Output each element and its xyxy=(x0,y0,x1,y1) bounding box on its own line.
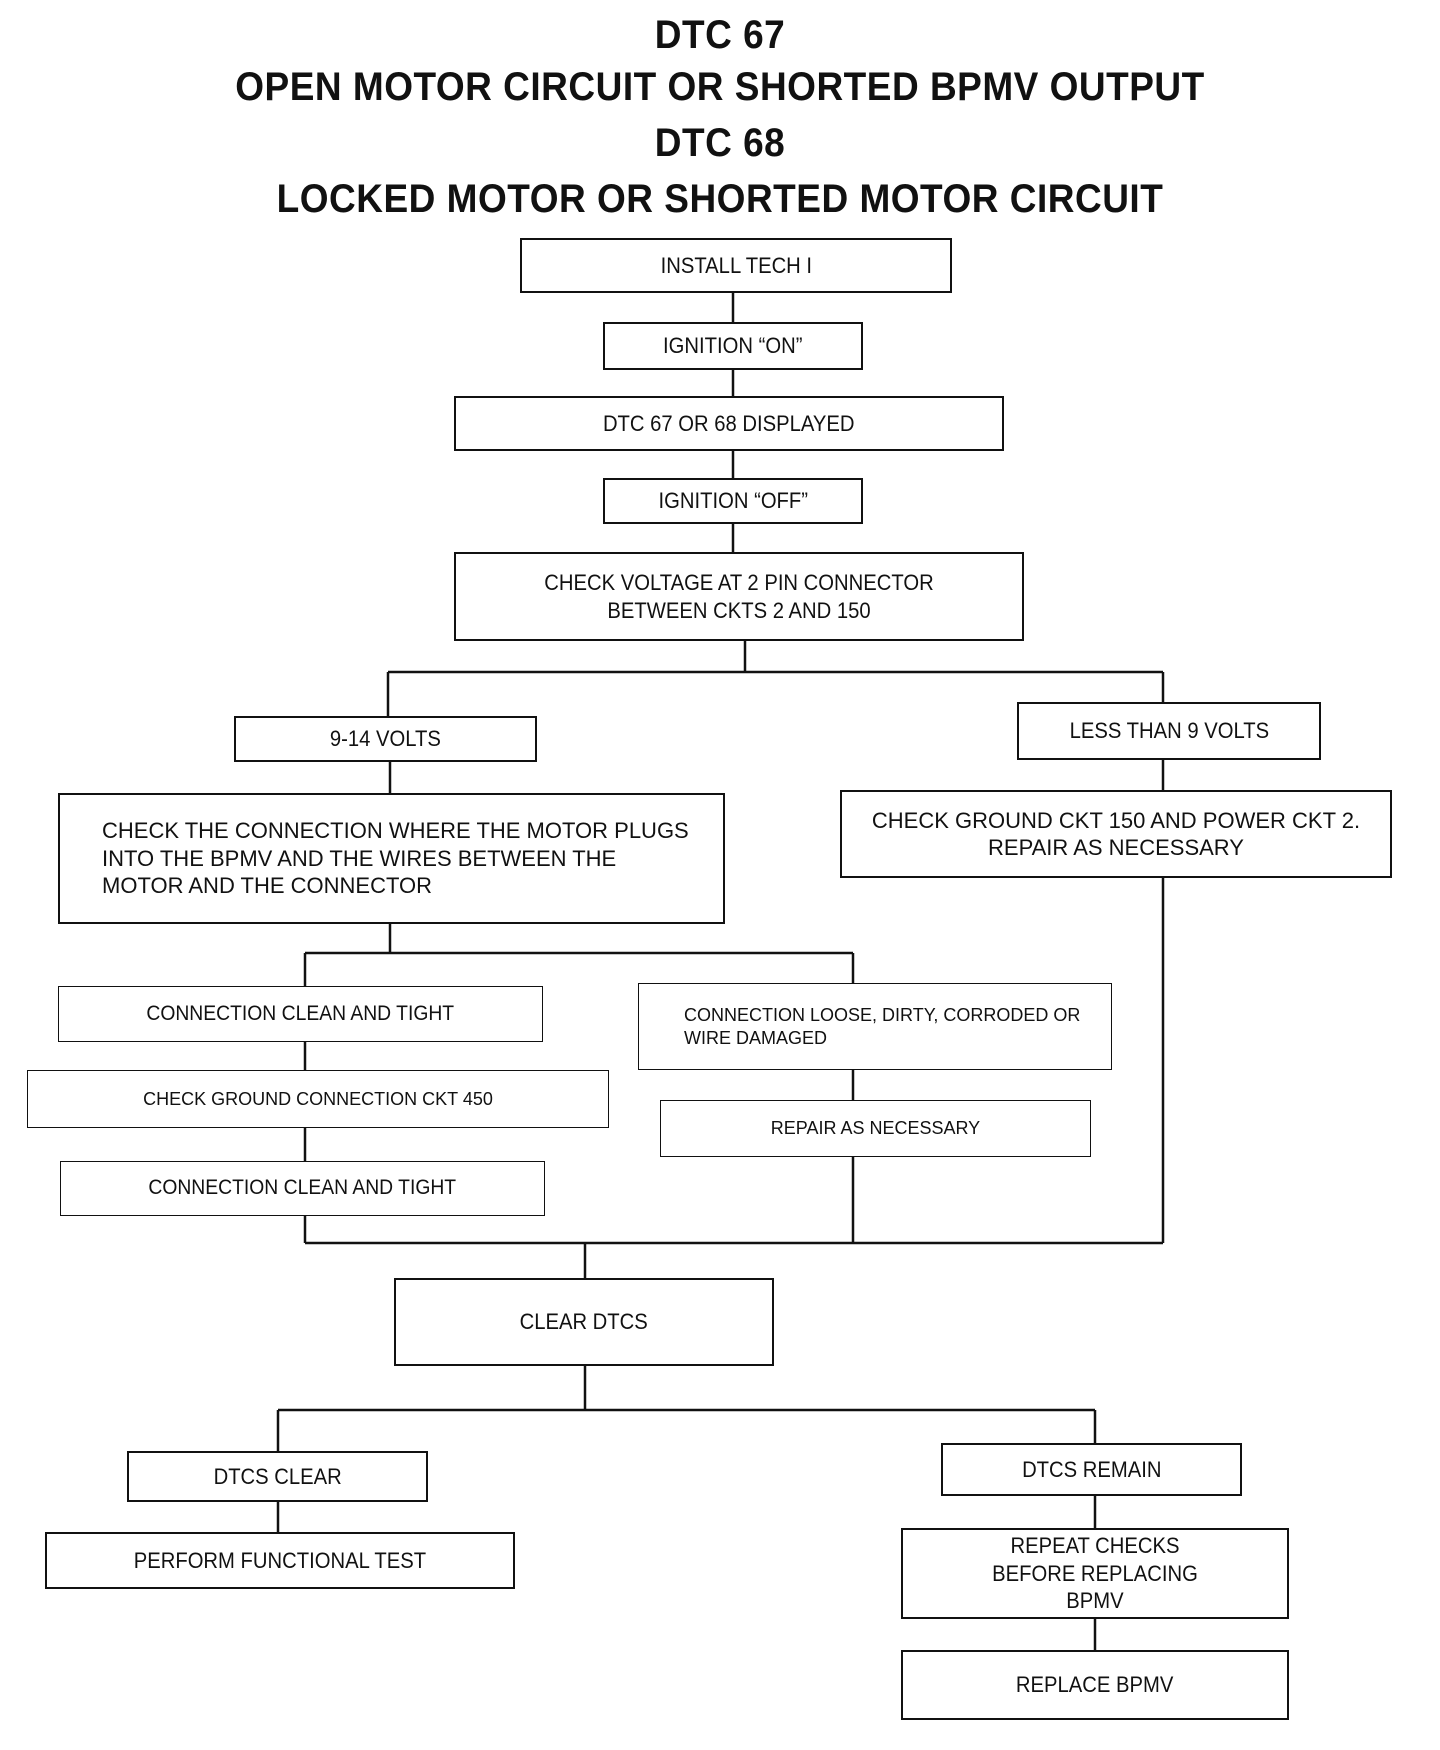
dtcs-clear-label: DTCS CLEAR xyxy=(213,1463,342,1489)
perform-functional-test-step: PERFORM FUNCTIONAL TEST xyxy=(45,1532,515,1589)
check-voltage-label: CHECK VOLTAGE AT 2 PIN CONNECTOR BETWEEN… xyxy=(544,570,934,623)
connection-clean-tight-label-2: CONNECTION CLEAN AND TIGHT xyxy=(148,1176,457,1200)
check-voltage-step: CHECK VOLTAGE AT 2 PIN CONNECTOR BETWEEN… xyxy=(454,552,1024,641)
replace-bpmv-label: REPLACE BPMV xyxy=(1016,1672,1174,1698)
ignition-off-step: IGNITION “OFF” xyxy=(603,478,863,524)
check-ground-450-step: CHECK GROUND CONNECTION CKT 450 xyxy=(27,1070,609,1128)
ignition-on-label: IGNITION “ON” xyxy=(663,333,803,359)
repeat-checks-label: REPEAT CHECKS BEFORE REPLACING BPMV xyxy=(992,1533,1198,1614)
title-open-motor-circuit: OPEN MOTOR CIRCUIT OR SHORTED BPMV OUTPU… xyxy=(235,64,1205,109)
replace-bpmv-step: REPLACE BPMV xyxy=(901,1650,1289,1720)
clear-dtcs-label: CLEAR DTCS xyxy=(519,1309,649,1335)
install-tech-label: INSTALL TECH I xyxy=(660,252,812,278)
check-ground-450-label: CHECK GROUND CONNECTION CKT 450 xyxy=(143,1088,493,1109)
install-tech-step: INSTALL TECH I xyxy=(520,238,952,293)
volts-9-14-step: 9-14 VOLTS xyxy=(234,716,537,762)
less-than-9-volts-step: LESS THAN 9 VOLTS xyxy=(1017,702,1321,760)
connection-loose-label: CONNECTION LOOSE, DIRTY, CORRODED OR WIR… xyxy=(684,1005,1081,1048)
title-locked-motor: LOCKED MOTOR OR SHORTED MOTOR CIRCUIT xyxy=(276,176,1164,221)
repair-as-necessary-label: REPAIR AS NECESSARY xyxy=(770,1118,981,1139)
clear-dtcs-step: CLEAR DTCS xyxy=(394,1278,774,1366)
dtcs-clear-step: DTCS CLEAR xyxy=(127,1451,428,1502)
perform-functional-test-label: PERFORM FUNCTIONAL TEST xyxy=(133,1547,427,1573)
check-connection-label: CHECK THE CONNECTION WHERE THE MOTOR PLU… xyxy=(102,818,689,899)
less-than-9-volts-label: LESS THAN 9 VOLTS xyxy=(1069,718,1269,744)
dtcs-remain-step: DTCS REMAIN xyxy=(941,1443,1242,1496)
connection-clean-tight-step-1: CONNECTION CLEAN AND TIGHT xyxy=(58,986,543,1042)
dtc-displayed-label: DTC 67 OR 68 DISPLAYED xyxy=(603,410,855,436)
check-connection-step: CHECK THE CONNECTION WHERE THE MOTOR PLU… xyxy=(58,793,725,924)
check-ground-power-step: CHECK GROUND CKT 150 AND POWER CKT 2. RE… xyxy=(840,790,1392,878)
volts-9-14-label: 9-14 VOLTS xyxy=(329,726,442,752)
check-ground-power-label: CHECK GROUND CKT 150 AND POWER CKT 2. RE… xyxy=(871,807,1361,861)
connection-clean-tight-label-1: CONNECTION CLEAN AND TIGHT xyxy=(146,1001,455,1025)
repeat-checks-step: REPEAT CHECKS BEFORE REPLACING BPMV xyxy=(901,1528,1289,1619)
title-dtc-68: DTC 68 xyxy=(654,120,786,165)
connection-loose-step: CONNECTION LOOSE, DIRTY, CORRODED OR WIR… xyxy=(638,983,1112,1070)
ignition-on-step: IGNITION “ON” xyxy=(603,322,863,370)
ignition-off-label: IGNITION “OFF” xyxy=(658,488,808,514)
dtcs-remain-label: DTCS REMAIN xyxy=(1021,1456,1162,1482)
title-dtc-67: DTC 67 xyxy=(654,12,786,57)
dtc-displayed-step: DTC 67 OR 68 DISPLAYED xyxy=(454,396,1004,451)
repair-as-necessary-step: REPAIR AS NECESSARY xyxy=(660,1100,1091,1157)
connection-clean-tight-step-2: CONNECTION CLEAN AND TIGHT xyxy=(60,1161,545,1216)
